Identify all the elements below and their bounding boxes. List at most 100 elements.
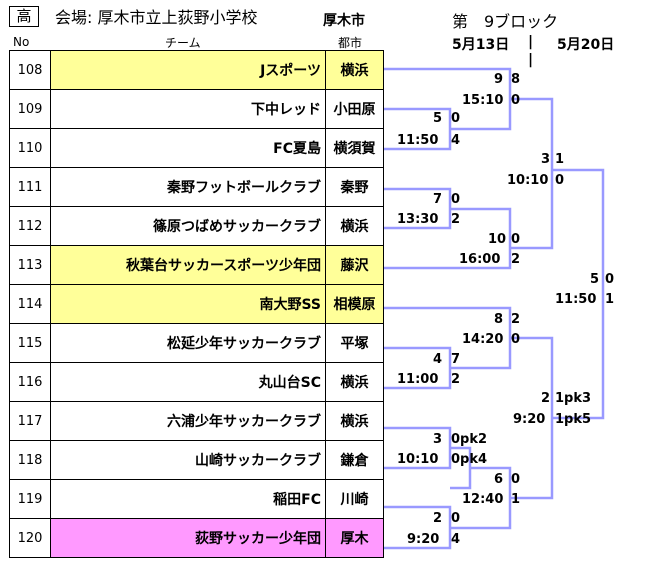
match-score-bottom: 0 <box>511 332 521 347</box>
team-city: 秦野 <box>325 167 384 207</box>
team-name: 六浦少年サッカークラブ <box>50 401 326 441</box>
match-score-bottom: 2 <box>451 372 461 387</box>
match-score-bottom: 4 <box>451 532 461 547</box>
team-name: 稲田FC <box>50 479 326 519</box>
block-title: 第 9ブロック <box>452 12 559 31</box>
match-score-bottom: 1pk5 <box>555 412 592 427</box>
date-final-round: 5月20日 <box>557 37 615 53</box>
match-score-second: 0 <box>511 232 521 247</box>
match-time: 9:20 <box>513 412 546 427</box>
venue-label: 会場: 厚木市立上荻野小学校 <box>55 8 258 27</box>
match-time: 11:50 <box>397 133 439 148</box>
match-score-second: 0 <box>511 472 521 487</box>
team-number: 119 <box>9 479 51 519</box>
column-header-city: 都市 <box>338 36 363 50</box>
match-score-bottom: 2 <box>451 212 461 227</box>
match-score-top: 3 <box>433 432 443 447</box>
match-score-second: 0 <box>451 192 461 207</box>
match-score-second: 0 <box>605 272 615 287</box>
match-score-second: 1pk3 <box>555 391 592 406</box>
date-separator: | | <box>528 34 534 68</box>
team-city: 横浜 <box>325 206 384 246</box>
team-name: Jスポーツ <box>50 50 326 90</box>
team-city: 相模原 <box>325 284 384 324</box>
team-name: 篠原つばめサッカークラブ <box>50 206 326 246</box>
grade-box: 高 <box>9 6 39 27</box>
team-city: 厚木 <box>325 518 384 558</box>
match-time: 15:10 <box>462 93 504 108</box>
team-number: 120 <box>9 518 51 558</box>
match-score-second: 7 <box>451 352 461 367</box>
column-header-no: No <box>13 35 30 49</box>
match-score-top: 5 <box>590 272 600 287</box>
match-time: 9:20 <box>407 532 440 547</box>
bracket-line-r2-b <box>384 207 512 270</box>
bracket-line-semi-top <box>510 97 554 250</box>
team-number: 111 <box>9 167 51 207</box>
match-score-second: 8 <box>511 72 521 87</box>
match-score-top: 2 <box>433 511 443 526</box>
match-score-top: 8 <box>494 312 504 327</box>
match-score-top: 9 <box>494 72 504 87</box>
team-city: 横須賀 <box>325 128 384 168</box>
team-city: 小田原 <box>325 89 384 129</box>
match-score-top: 10 <box>488 232 507 247</box>
match-time: 10:10 <box>397 452 439 467</box>
match-score-second: 0pk2 <box>451 432 488 447</box>
team-name: 松延少年サッカークラブ <box>50 323 326 363</box>
match-score-top: 3 <box>541 152 551 167</box>
team-number: 116 <box>9 362 51 402</box>
match-time: 11:50 <box>555 292 597 307</box>
team-number: 113 <box>9 245 51 285</box>
team-name: FC夏島 <box>50 128 326 168</box>
team-name: 南大野SS <box>50 284 326 324</box>
match-time: 11:00 <box>397 372 439 387</box>
match-score-bottom: 0 <box>555 173 565 188</box>
team-number: 109 <box>9 89 51 129</box>
match-score-top: 7 <box>433 192 443 207</box>
match-time: 13:30 <box>397 212 439 227</box>
team-name: 山崎サッカークラブ <box>50 440 326 480</box>
match-time: 16:00 <box>459 252 501 267</box>
city-label: 厚木市 <box>323 13 365 29</box>
column-header-team: チーム <box>165 36 201 50</box>
match-score-top: 6 <box>494 472 504 487</box>
date-first-round: 5月13日 <box>452 37 510 53</box>
match-score-bottom: 0 <box>511 93 521 108</box>
team-city: 藤沢 <box>325 245 384 285</box>
match-score-bottom: 1 <box>511 492 521 507</box>
match-score-bottom: 1 <box>605 292 615 307</box>
team-name: 秋葉台サッカースポーツ少年団 <box>50 245 326 285</box>
team-city: 横浜 <box>325 401 384 441</box>
team-name: 荻野サッカー少年団 <box>50 518 326 558</box>
match-score-second: 2 <box>511 312 521 327</box>
match-score-bottom: 0pk4 <box>451 452 488 467</box>
team-city: 横浜 <box>325 362 384 402</box>
match-score-bottom: 4 <box>451 133 461 148</box>
team-city: 平塚 <box>325 323 384 363</box>
match-score-second: 0 <box>451 511 461 526</box>
match-score-bottom: 2 <box>511 252 521 267</box>
match-score-top: 4 <box>433 352 443 367</box>
team-number: 112 <box>9 206 51 246</box>
team-city: 横浜 <box>325 50 384 90</box>
team-city: 鎌倉 <box>325 440 384 480</box>
match-score-second: 1 <box>555 152 565 167</box>
match-score-top: 2 <box>541 391 551 406</box>
match-score-top: 5 <box>433 111 443 126</box>
match-time: 14:20 <box>462 332 504 347</box>
match-time: 12:40 <box>462 492 504 507</box>
match-time: 10:10 <box>507 173 549 188</box>
match-score-second: 0 <box>451 111 461 126</box>
